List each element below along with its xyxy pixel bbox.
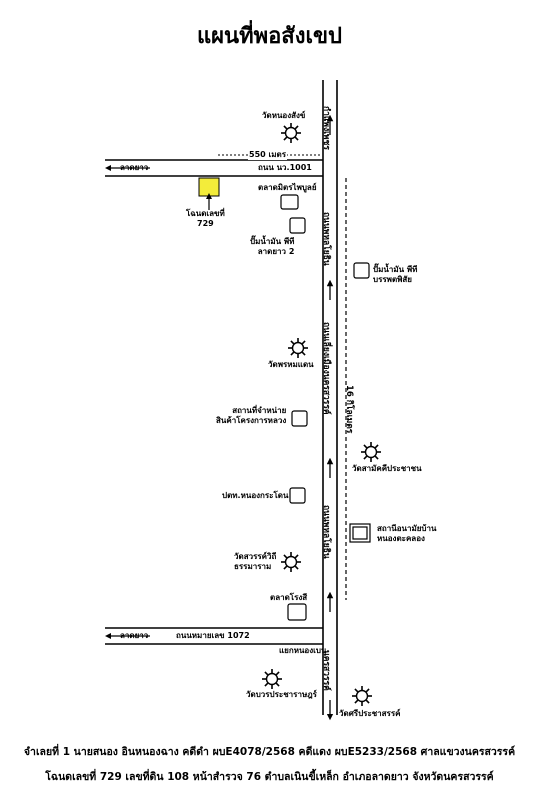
royal-project-label: สถานที่จำหน่าย สินค้าโครงการหลวง — [216, 406, 287, 425]
health-station-label: สถานีอนามัยบ้าน หนองตะคลอง — [377, 524, 437, 543]
road-label-bypass: ถนนเลี่ยงเมืองนครสวรรค์ — [321, 322, 331, 415]
health-station-marker-outer — [349, 523, 371, 543]
footer-line-2: โฉนดเลขที่ 729 เลขที่ดิน 108 หน้าสำรวจ 7… — [45, 771, 494, 783]
ptt-nong-krabok-label: ปตท.หนองกระโดน — [222, 491, 289, 500]
upper-branch-road-name: ถนน นว.1001 — [258, 163, 312, 172]
footer-line-1: จำเลยที่ 1 นายสนอง อินหนองฉาง คดีดำ ผบE4… — [23, 746, 516, 758]
gas-ptt-bannhotphil-label: ปั๊มน้ำมัน พีที บรรพตพิสัย — [373, 265, 418, 284]
road-label-kamphaeng-phet: กำแพงเพชร — [321, 106, 331, 150]
temple-nong-sang-label: วัดหนองสังข์ — [262, 111, 306, 120]
temple-samakkhi-label: วัดสามัคคีประชาชน — [352, 464, 422, 473]
ptt-nong-krabok-marker — [289, 487, 306, 504]
deed-label: โฉนดเลขที่ 729 — [186, 209, 225, 228]
road-label-phahonyothin-south: ถนนพหลโยธิน — [321, 505, 331, 559]
lower-branch-direction: ลาดยาว — [120, 631, 149, 640]
junction-label: แยกหนองเบน — [279, 646, 327, 655]
temple-phrom-daen-icon — [288, 338, 308, 358]
royal-project-marker — [291, 410, 308, 427]
lower-branch-road-name: ถนนหมายเลข 1072 — [176, 631, 250, 640]
temple-samakkhi-icon — [361, 442, 381, 462]
km-marker-label: 16 กิโลเมตร — [344, 385, 354, 434]
temple-sri-label: วัดศรีประชาสรรค์ — [339, 709, 401, 718]
road-label-phahonyothin-north: ถนนพหลโยธิน — [321, 212, 331, 266]
temple-sri-icon — [352, 686, 372, 706]
temple-nong-sang-icon — [281, 123, 301, 143]
gas-ptt-ladyao2-label: ปั๊มน้ำมัน พีที ลาดยาว 2 — [250, 237, 295, 256]
gas-ptt-bannhotphil-marker — [353, 262, 370, 279]
deed-parcel — [198, 177, 220, 197]
market-rongsi-marker — [287, 603, 307, 621]
map-title: แผนที่พอสังเขป — [196, 24, 343, 49]
gas-ptt-ladyao2-marker — [289, 217, 306, 234]
distance-label: 550 เมตร — [248, 150, 287, 160]
road-label-nakhon-sawan: นครสวรรค์ — [321, 650, 331, 691]
market-mit-phaisan-label: ตลาดมิตรไพบูลย์ — [258, 183, 317, 192]
temple-sawan-icon — [281, 552, 301, 572]
temple-boworn-icon — [262, 669, 282, 689]
health-station-marker-inner — [352, 526, 368, 540]
market-rongsi-label: ตลาดโรงสี — [270, 593, 308, 602]
upper-branch-direction: ลาดยาว — [120, 163, 149, 172]
temple-boworn-label: วัดบวรประชาราษฎร์ — [246, 690, 317, 699]
temple-phrom-daen-label: วัดพรหมแดน — [268, 360, 314, 369]
market-mit-phaisan-marker — [280, 194, 299, 210]
temple-sawan-label: วัดสวรรค์วิถี ธรรมาราม — [234, 552, 277, 571]
